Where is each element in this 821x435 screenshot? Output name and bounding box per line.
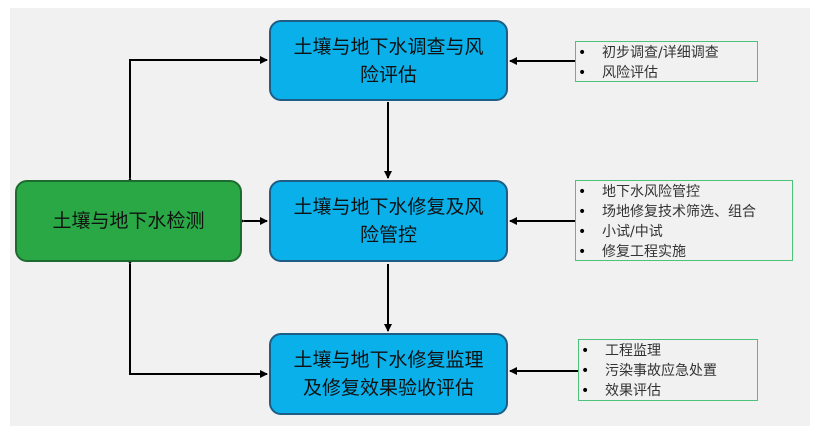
detail-item: 地下水风险管控: [576, 182, 792, 202]
node-supervision-label: 土壤与地下水修复监理及修复效果验收评估: [293, 349, 484, 399]
detail-survey: 初步调查/详细调查 风险评估: [575, 41, 758, 83]
detail-item: 工程监理: [579, 341, 757, 361]
node-supervision: 土壤与地下水修复监理及修复效果验收评估: [269, 333, 508, 415]
arrow-monitoring-supervision: [126, 257, 268, 378]
node-monitoring-label: 土壤与地下水检测: [52, 210, 205, 232]
detail-item: 风险评估: [576, 63, 757, 83]
detail-remediation: 地下水风险管控 场地修复技术筛选、组合 小试/中试 修复工程实施: [575, 180, 793, 262]
detail-item: 初步调查/详细调查: [576, 43, 757, 63]
detail-item: 效果评估: [579, 381, 757, 401]
detail-item: 污染事故应急处置: [579, 361, 757, 381]
node-monitoring: 土壤与地下水检测: [15, 180, 242, 262]
detail-item: 场地修复技术筛选、组合: [576, 202, 792, 222]
node-remediation: 土壤与地下水修复及风险管控: [269, 180, 508, 262]
arrow-monitoring-survey: [126, 56, 268, 185]
node-remediation-label: 土壤与地下水修复及风险管控: [293, 196, 484, 246]
detail-item: 小试/中试: [576, 222, 792, 242]
detail-supervision: 工程监理 污染事故应急处置 效果评估: [578, 339, 758, 401]
node-survey-label: 土壤与地下水调查与风险评估: [293, 35, 484, 86]
detail-item: 修复工程实施: [576, 242, 792, 262]
node-survey: 土壤与地下水调查与风险评估: [269, 20, 508, 101]
